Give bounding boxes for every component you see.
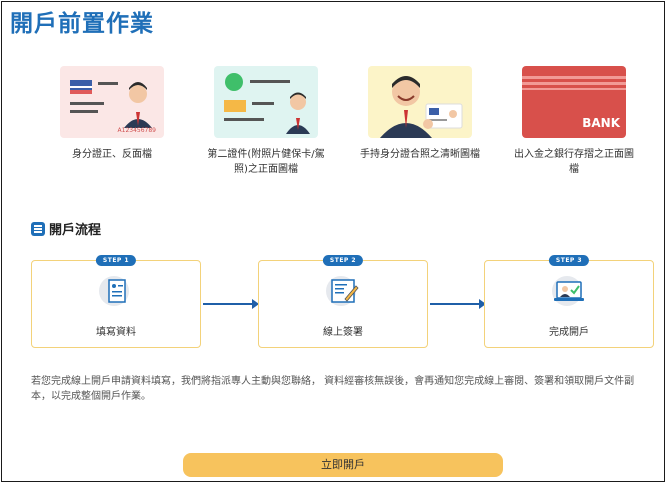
step-arrow: [430, 299, 486, 309]
form-icon: [99, 276, 129, 306]
id-card-icon: [70, 80, 152, 128]
bank-book-image: BANK: [522, 66, 626, 138]
holding-id-image: [368, 66, 472, 138]
step-badge: STEP 1: [95, 255, 137, 266]
sign-icon: [326, 276, 359, 306]
step-online-sign: STEP 2 線上簽署: [258, 255, 428, 348]
process-heading: 開戶流程: [31, 219, 101, 238]
doc-second-id: 第二證件(附照片健保卡/駕照)之正面圖檔: [206, 66, 326, 177]
doc-bank-book: BANK 出入金之銀行存摺之正面圖檔: [514, 66, 634, 177]
second-id-image: [214, 66, 318, 138]
step-arrow: [203, 299, 259, 309]
doc-caption: 第二證件(附照片健保卡/駕照)之正面圖檔: [207, 149, 325, 175]
bank-book-icon: [522, 76, 626, 90]
holding-id-icon: [380, 76, 463, 138]
process-note: 若您完成線上開戶申請資料填寫，我們將指派專人主動與您聯絡， 資料經審核無誤後，會…: [31, 376, 635, 402]
page-title: 開戶前置作業: [10, 11, 154, 37]
doc-caption: 出入金之銀行存摺之正面圖檔: [514, 149, 634, 175]
doc-id-card: A123456789 身分證正、反面檔: [52, 66, 172, 162]
step-label: 線上簽署: [323, 327, 363, 338]
step-label: 完成開戶: [549, 327, 589, 338]
id-card-image: A123456789: [60, 66, 164, 138]
step-badge: STEP 3: [548, 255, 590, 266]
process-heading-text: 開戶流程: [49, 223, 102, 238]
step-label: 填寫資料: [96, 327, 136, 338]
step-complete: STEP 3 完成開戶: [484, 255, 654, 348]
laptop-check-icon: [552, 276, 584, 306]
doc-holding-id: 手持身分證合照之清晰圖檔: [360, 66, 480, 162]
step-badge: STEP 2: [322, 255, 364, 266]
step-fill-data: STEP 1 填寫資料: [31, 255, 201, 348]
id-card-number: A123456789: [117, 127, 156, 134]
open-account-button[interactable]: 立即開戶: [183, 453, 503, 477]
second-id-icon: [224, 73, 310, 134]
doc-caption: 身分證正、反面檔: [72, 149, 152, 160]
bank-label: BANK: [582, 116, 620, 130]
doc-caption: 手持身分證合照之清晰圖檔: [360, 149, 480, 160]
list-icon: [31, 221, 45, 236]
